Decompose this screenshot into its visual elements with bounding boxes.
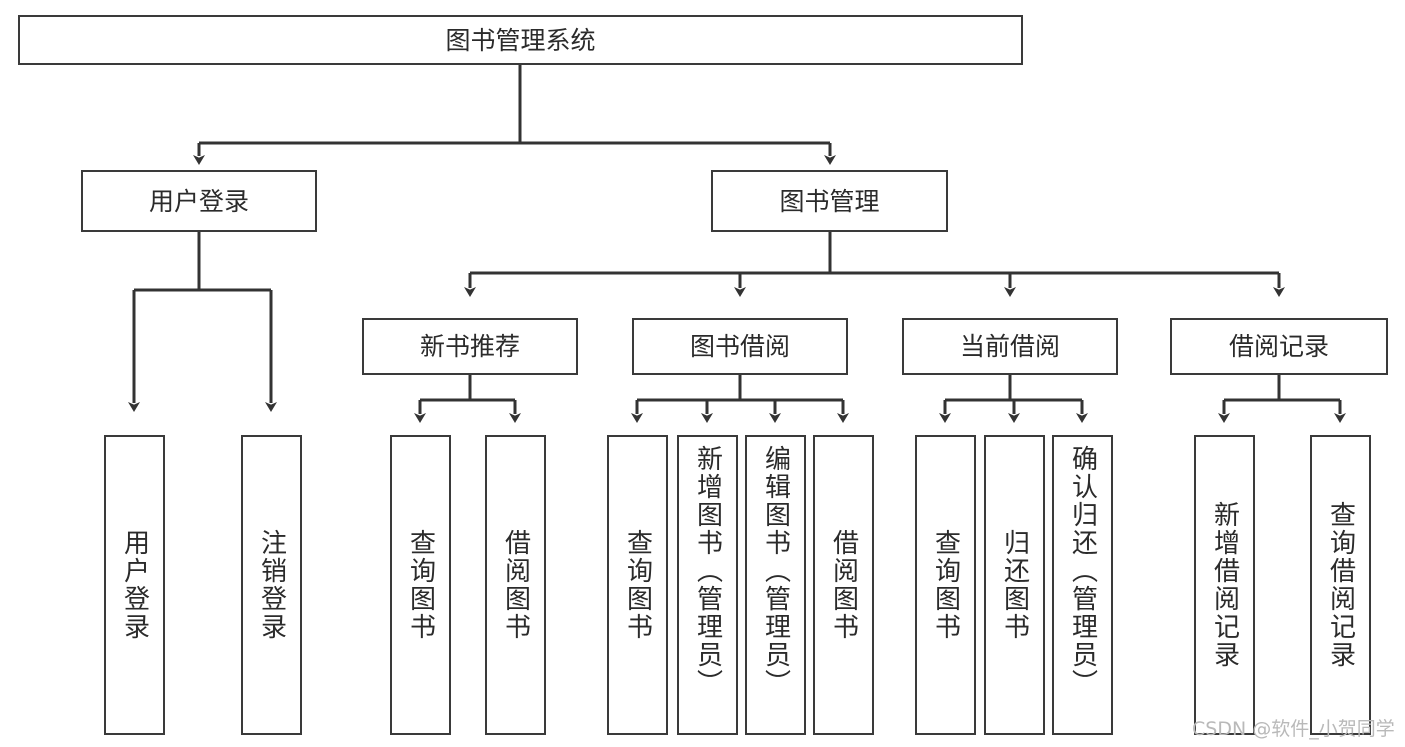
node-root[interactable]: 图书管理系统 (18, 15, 1023, 65)
node-current-borrow[interactable]: 当前借阅 (902, 318, 1118, 375)
node-leaf-user-login[interactable]: 用户登录 (104, 435, 165, 735)
node-book-borrow-label: 图书借阅 (689, 332, 790, 361)
node-new-book-rec[interactable]: 新书推荐 (362, 318, 578, 375)
node-leaf-query-record[interactable]: 查询借阅记录 (1310, 435, 1371, 735)
node-borrow-record-label: 借阅记录 (1228, 332, 1329, 361)
node-leaf-add-record[interactable]: 新增借阅记录 (1194, 435, 1255, 735)
node-leaf-add-book[interactable]: 新增图书（管理员） (677, 435, 738, 735)
node-book-manage-label: 图书管理 (779, 186, 880, 216)
node-current-borrow-label: 当前借阅 (959, 332, 1060, 361)
node-leaf-user-login-label: 用户登录 (119, 529, 150, 641)
node-leaf-query-book-2-label: 查询图书 (622, 529, 653, 641)
node-leaf-return-book[interactable]: 归还图书 (984, 435, 1045, 735)
node-leaf-query-book-1[interactable]: 查询图书 (390, 435, 451, 735)
node-book-manage[interactable]: 图书管理 (711, 170, 948, 232)
node-leaf-query-book-2[interactable]: 查询图书 (607, 435, 668, 735)
node-leaf-borrow-book-2-label: 借阅图书 (828, 529, 859, 641)
node-leaf-add-record-label: 新增借阅记录 (1209, 501, 1240, 669)
node-borrow-record[interactable]: 借阅记录 (1170, 318, 1388, 375)
node-leaf-logout-label: 注销登录 (256, 529, 287, 641)
node-leaf-add-book-label: 新增图书（管理员） (692, 445, 723, 697)
node-leaf-query-record-label: 查询借阅记录 (1325, 501, 1356, 669)
node-book-borrow[interactable]: 图书借阅 (632, 318, 848, 375)
node-leaf-query-book-1-label: 查询图书 (405, 529, 436, 641)
node-leaf-confirm-return[interactable]: 确认归还（管理员） (1052, 435, 1113, 735)
csdn-watermark: CSDN @软件_小贺同学 (1192, 718, 1395, 740)
node-user-login-label: 用户登录 (148, 186, 249, 216)
node-leaf-edit-book-label: 编辑图书（管理员） (760, 445, 791, 697)
node-leaf-confirm-return-label: 确认归还（管理员） (1067, 445, 1098, 697)
node-leaf-edit-book[interactable]: 编辑图书（管理员） (745, 435, 806, 735)
node-leaf-borrow-book-1[interactable]: 借阅图书 (485, 435, 546, 735)
node-user-login[interactable]: 用户登录 (81, 170, 317, 232)
node-new-book-rec-label: 新书推荐 (419, 332, 520, 361)
node-root-label: 图书管理系统 (445, 25, 596, 55)
node-leaf-query-book-3-label: 查询图书 (930, 529, 961, 641)
node-leaf-query-book-3[interactable]: 查询图书 (915, 435, 976, 735)
node-leaf-borrow-book-1-label: 借阅图书 (500, 529, 531, 641)
node-leaf-borrow-book-2[interactable]: 借阅图书 (813, 435, 874, 735)
node-leaf-logout[interactable]: 注销登录 (241, 435, 302, 735)
node-leaf-return-book-label: 归还图书 (999, 529, 1030, 641)
